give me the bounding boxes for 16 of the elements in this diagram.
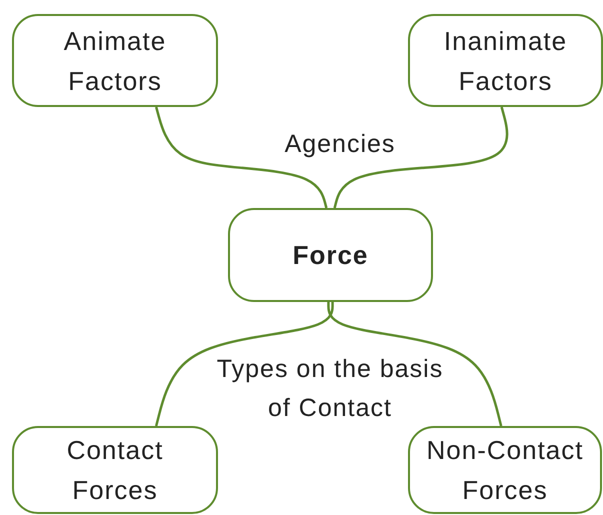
- rounded-box: [408, 426, 602, 514]
- rounded-box: [228, 208, 433, 302]
- node-label: Non-Contact Forces: [426, 434, 584, 507]
- node-label: Force: [292, 239, 368, 272]
- branch-label: Types on the basis of Contact: [216, 354, 444, 424]
- branch-label: Agencies: [284, 129, 396, 160]
- node-label: Inanimate Factors: [442, 24, 568, 98]
- connector-curve: [327, 302, 502, 426]
- rounded-box: [12, 426, 218, 514]
- node-label: Contact Forces: [66, 434, 164, 507]
- connector-curve: [154, 302, 334, 426]
- connector-curve: [155, 106, 328, 208]
- node-label: Animate Factors: [62, 24, 168, 98]
- rounded-box: [408, 14, 603, 107]
- connector-curve: [333, 106, 508, 208]
- rounded-box: [12, 14, 218, 107]
